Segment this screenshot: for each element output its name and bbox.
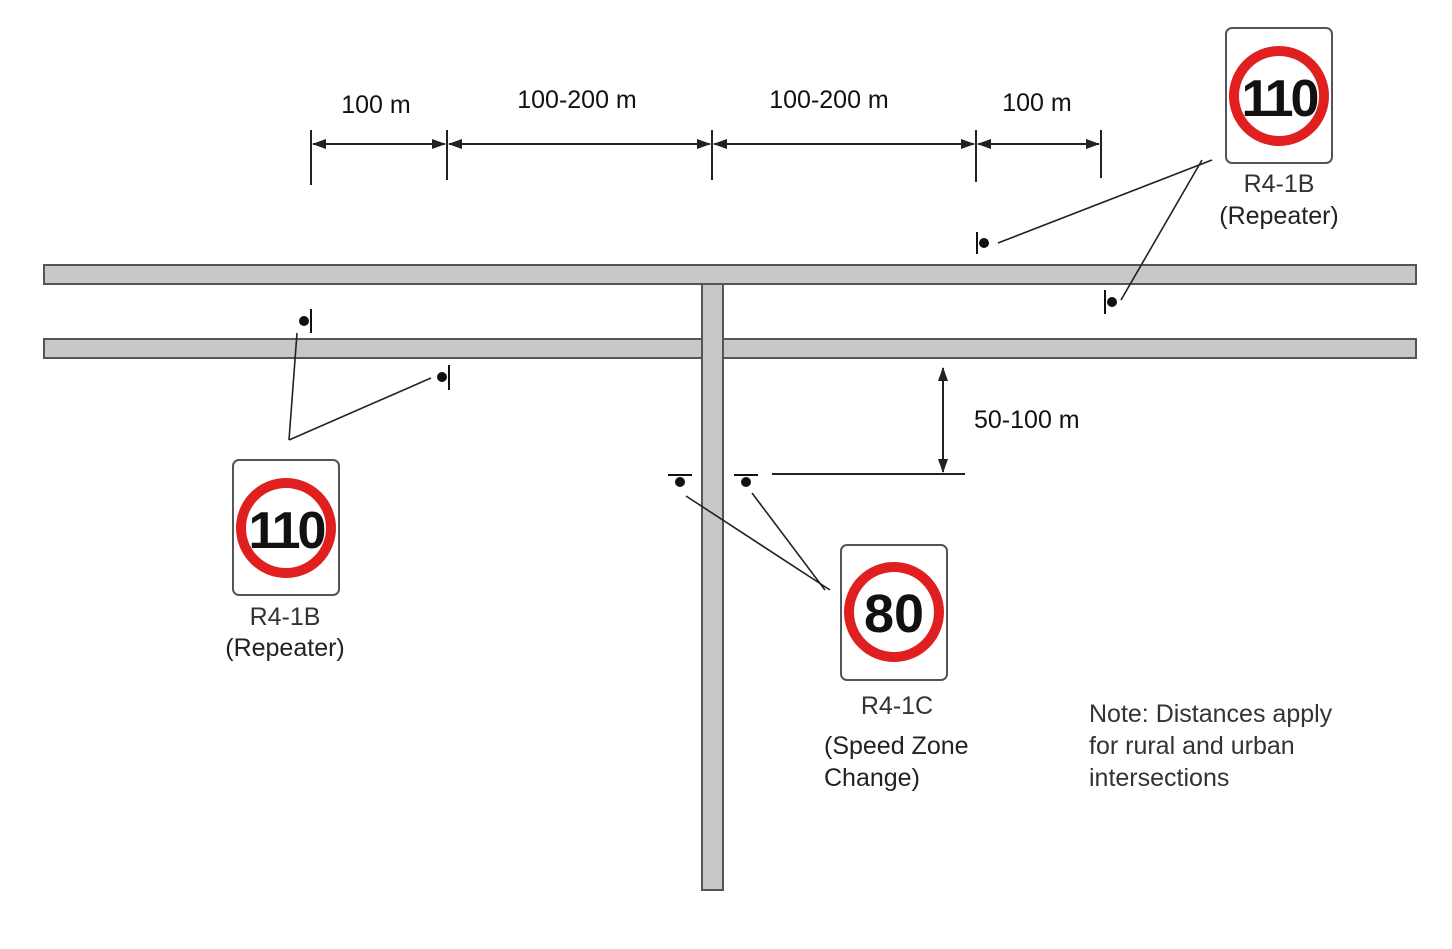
sign-desc-right: (Repeater) (1219, 202, 1339, 230)
leader-lines (288, 159, 1213, 591)
note-line-2: for rural and urban (1089, 732, 1295, 760)
speed-ring (236, 478, 336, 578)
sign-desc-zone-1: (Speed Zone (824, 732, 969, 760)
speed-ring (1229, 46, 1329, 146)
sign-desc-left: (Repeater) (225, 634, 345, 662)
speed-value: 110 (1242, 70, 1318, 128)
leader-right-1 (997, 159, 1213, 244)
sign-repeater-right: 110 (1225, 27, 1333, 164)
leader-side-2 (751, 492, 826, 591)
junction-fill-lower (703, 338, 722, 359)
junction-fill-upper (703, 266, 722, 283)
sign-code-zone: R4-1C (861, 692, 933, 720)
side-road (701, 283, 724, 891)
leader-side-1 (685, 495, 831, 591)
speed-value: 110 (249, 502, 325, 560)
sign-zone-change: 80 (840, 544, 948, 681)
dim-label-1: 100 m (341, 91, 410, 119)
post-side-right (734, 474, 758, 487)
leader-right-2 (1120, 159, 1203, 301)
sign-repeater-left: 110 (232, 459, 340, 596)
speed-ring (844, 562, 944, 662)
side-dimension (772, 367, 965, 475)
post-right-1 (976, 232, 989, 254)
dim-label-2: 100-200 m (517, 86, 637, 114)
note-block: Note: Distances apply for rural and urba… (1089, 700, 1333, 792)
note-line-3: intersections (1089, 764, 1229, 792)
post-side-left (668, 474, 692, 487)
note-line-1: Note: Distances apply (1089, 700, 1333, 728)
road-network (43, 264, 1417, 891)
post-left-1 (299, 309, 312, 333)
dim-label-3: 100-200 m (769, 86, 889, 114)
post-left-2 (437, 365, 450, 390)
dim-label-4: 100 m (1002, 89, 1071, 117)
main-road-lower (43, 338, 1417, 359)
main-road-upper (43, 264, 1417, 285)
sign-code-right: R4-1B (1244, 170, 1315, 198)
side-dim-label: 50-100 m (974, 406, 1080, 434)
leader-left-2 (288, 377, 432, 441)
post-right-2 (1104, 290, 1117, 314)
speed-value: 80 (864, 584, 924, 644)
top-dimensions (310, 130, 1102, 185)
sign-desc-zone-2: Change) (824, 764, 920, 792)
leader-left-1 (288, 332, 298, 441)
sign-code-left: R4-1B (250, 603, 321, 631)
sign-posts (299, 232, 1117, 487)
